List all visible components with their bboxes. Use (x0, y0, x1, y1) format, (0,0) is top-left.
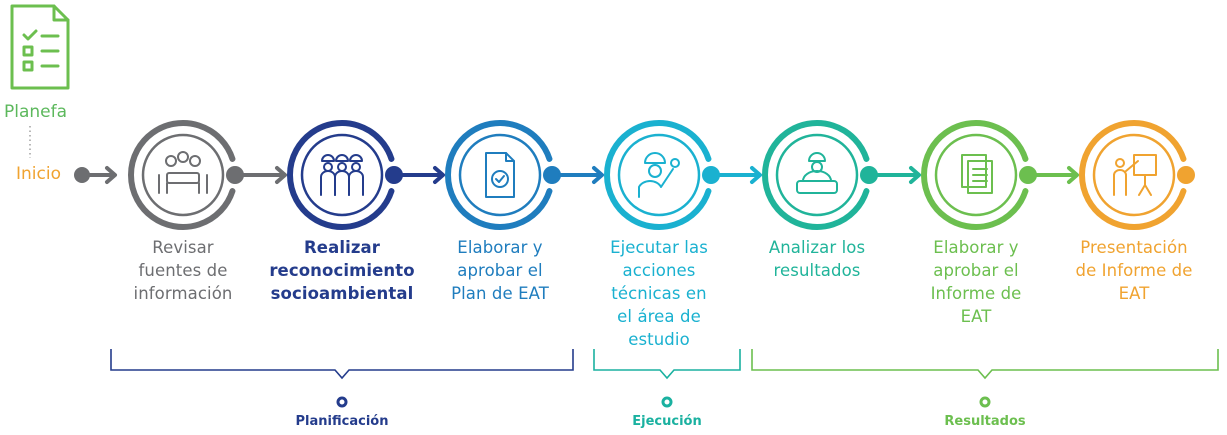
arrow-4-to-5 (717, 166, 762, 184)
arrow-2-to-3 (400, 166, 445, 184)
step-7-label: Presentación de Informe de EAT (1059, 236, 1209, 305)
step-6-label-line: aprobar el (933, 261, 1019, 280)
phase-2-label: Ejecución (632, 414, 702, 429)
phase-3-cycle-icon (979, 396, 991, 408)
planefa-label: Planefa (4, 102, 68, 122)
step-6-label: Elaborar y aprobar el Informe de EAT (901, 236, 1051, 328)
step-1-outer-ring (128, 120, 236, 230)
step-3-label-line: Plan de EAT (451, 284, 549, 303)
step-7-node (1079, 120, 1195, 230)
arrow-3-to-4 (558, 166, 604, 184)
step-2-label-line: socioambiental (270, 284, 414, 303)
step-2-label: Realizar reconocimiento socioambiental (267, 236, 417, 305)
step-1-label-line: Revisar (152, 238, 214, 257)
step-3-label-line: aprobar el (457, 261, 543, 280)
inicio-label: Inicio (16, 164, 61, 184)
step-6-connector-dot (1019, 166, 1037, 184)
step-1-node (128, 120, 287, 230)
step-7-connector-dot (1177, 166, 1195, 184)
step-2-connector-dot (385, 166, 403, 184)
step-3-inner-ring (458, 133, 542, 217)
clipboard-checklist-icon (10, 4, 70, 90)
step-2-node (287, 120, 445, 230)
arrow-1-to-2 (241, 166, 287, 184)
step-6-label-line: EAT (960, 307, 992, 326)
step-2-label-line: reconocimiento (269, 261, 415, 280)
phase-2-bracket (593, 349, 741, 380)
step-6-inner-ring (934, 133, 1018, 217)
step-7-label-line: de Informe de (1075, 261, 1193, 280)
step-5-connector-dot (860, 166, 878, 184)
step-6-label-line: Elaborar y (933, 238, 1019, 257)
step-7-inner-ring (1092, 133, 1176, 217)
step-3-outer-ring (445, 120, 553, 230)
arrow-6-to-7 (1034, 166, 1079, 184)
arrow-5-to-6 (875, 166, 921, 184)
phase-1-bracket (110, 349, 574, 380)
step-5-node (762, 120, 921, 230)
step-6-node (921, 120, 1079, 230)
step-7-outer-ring (1079, 120, 1187, 230)
step-4-label-line: estudio (628, 330, 690, 349)
step-2-label-line: Realizar (303, 238, 381, 257)
step-5-label-line: resultados (773, 261, 861, 280)
phase-3-label: Resultados (944, 414, 1026, 429)
step-4-label-line: Ejecutar las (610, 238, 708, 257)
step-7-label-line: Presentación (1080, 238, 1188, 257)
step-1-connector-dot (226, 166, 244, 184)
step-2-inner-ring (300, 133, 384, 217)
start-arrow (86, 166, 117, 184)
phase-1-label: Planificación (295, 414, 389, 429)
step-4-label-line: el área de (617, 307, 701, 326)
step-5-outer-ring (762, 120, 870, 230)
step-5-inner-ring (775, 133, 859, 217)
step-3-node (445, 120, 604, 230)
step-1-inner-ring (141, 133, 225, 217)
step-4-inner-ring (617, 133, 701, 217)
step-4-connector-dot (702, 166, 720, 184)
report-icon (961, 154, 993, 194)
step-5-label: Analizar los resultados (742, 236, 892, 282)
step-2-outer-ring (287, 120, 395, 230)
document-check-icon (485, 152, 515, 198)
step-1-label: Revisar fuentes de información (108, 236, 258, 305)
technician-icon (638, 152, 680, 198)
phase-3-bracket (751, 349, 1219, 380)
step-6-outer-ring (921, 120, 1029, 230)
analyst-icon (796, 152, 838, 194)
phase-2-cycle-icon (661, 396, 673, 408)
step-4-label: Ejecutar las acciones técnicas en el área d… (584, 236, 734, 351)
step-3-connector-dot (543, 166, 561, 184)
step-1-label-line: fuentes de (138, 261, 228, 280)
step-6-label-line: Informe de (930, 284, 1022, 303)
step-3-label: Elaborar y aprobar el Plan de EAT (425, 236, 575, 305)
phase-1-cycle-icon (336, 396, 348, 408)
step-5-label-line: Analizar los (768, 238, 866, 257)
step-7-label-line: EAT (1118, 284, 1150, 303)
presentation-icon (1113, 154, 1157, 196)
step-4-label-line: acciones (622, 261, 696, 280)
start-dot (74, 167, 90, 183)
step-4-outer-ring (604, 120, 712, 230)
step-4-node (604, 120, 762, 230)
step-4-label-line: técnicas en (611, 284, 707, 303)
meeting-icon (158, 151, 208, 194)
step-1-label-line: información (133, 284, 233, 303)
workers-icon (320, 154, 364, 196)
step-3-label-line: Elaborar y (457, 238, 543, 257)
